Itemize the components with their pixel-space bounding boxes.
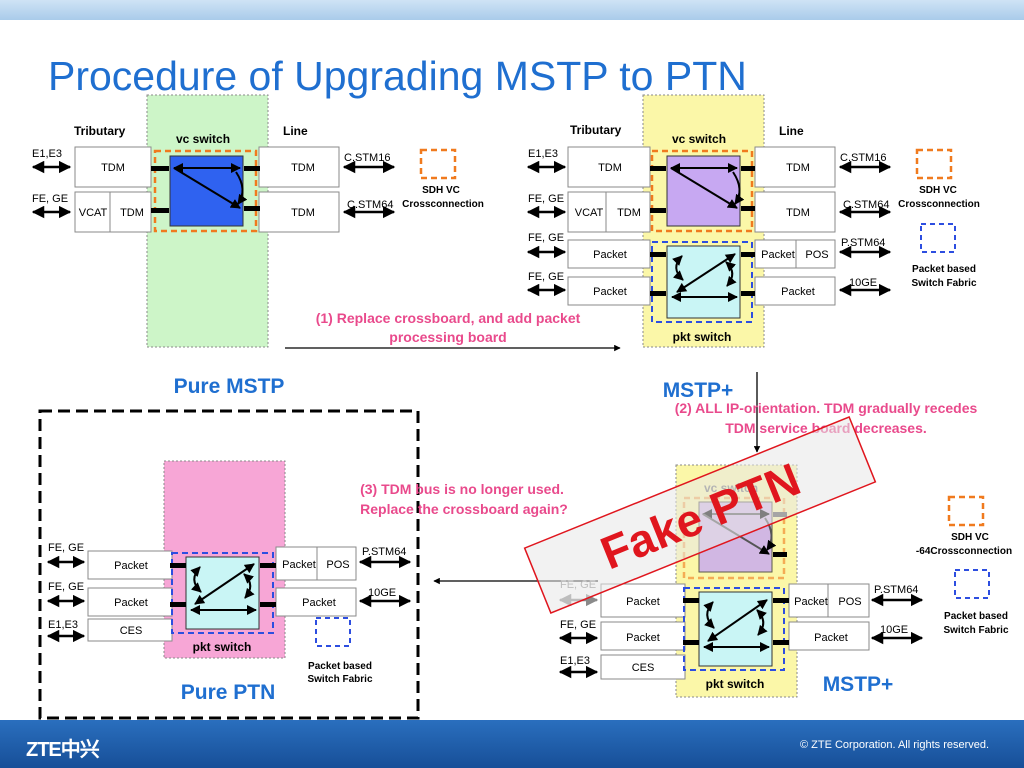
10ge-port-label: 10GE: [880, 624, 908, 636]
packet-fabric-legend-swatch: [920, 223, 956, 253]
tdm-line-card: [258, 146, 340, 188]
packet-card-label: Packet: [626, 632, 660, 644]
packet-card-label: Packet: [593, 286, 627, 298]
step1-text-line2: processing board: [389, 329, 506, 345]
tdm-card-label: TDM: [598, 162, 622, 174]
fege-port-label: FE, GE: [528, 193, 564, 205]
sdh-legend-swatch: [419, 148, 457, 180]
packet-card-label: Packet: [814, 632, 848, 644]
fege-port-label: FE, GE: [528, 232, 564, 244]
pstm64-port-label: P.STM64: [362, 546, 406, 558]
zte-logo: ZTE中兴: [26, 739, 100, 761]
cstm64-port-label: C.STM64: [347, 199, 393, 211]
mstp-plus-diagram: Tributary vc switch Line TDM VCAT TDM Pa…: [526, 94, 980, 348]
vc-switch-matrix: [666, 155, 741, 227]
tdm-card-label: TDM: [101, 162, 125, 174]
tdm-card-label: TDM: [617, 207, 641, 219]
e1e3-port-label: E1,E3: [528, 148, 558, 160]
switch-fabric-legend-label: Switch Fabric: [307, 674, 372, 685]
tdm-card-label: TDM: [291, 207, 315, 219]
fege-port-label: FE, GE: [528, 271, 564, 283]
pure-ptn-caption: Pure PTN: [181, 681, 276, 704]
tdm-line-card: [258, 191, 340, 233]
pkt-switch-label: pkt switch: [673, 330, 732, 344]
crossconnection-legend-label: Crossconnection: [402, 199, 484, 210]
crossconnection-legend-label: Crossconnection: [898, 199, 980, 210]
pos-label: POS: [326, 559, 349, 571]
switch-fabric-legend-label: Switch Fabric: [943, 625, 1008, 636]
fege-port-label: FE, GE: [32, 193, 68, 205]
pos-label: POS: [805, 249, 828, 261]
tdm-tributary-card: [74, 146, 152, 188]
sdh-legend-label: SDH VC: [919, 185, 957, 196]
packet-card-label: Packet: [794, 596, 828, 608]
ces-card-label: CES: [120, 625, 143, 637]
packet-card-label: Packet: [626, 596, 660, 608]
packet-card-label: Packet: [593, 249, 627, 261]
e1e3-port-label: E1,E3: [560, 655, 590, 667]
packet-based-legend-label: Packet based: [944, 611, 1008, 622]
packet-card-label: Packet: [282, 559, 316, 571]
sdh-legend-label: SDH VC: [951, 532, 989, 543]
packet-card-label: Packet: [114, 597, 148, 609]
line-label: Line: [779, 124, 804, 138]
fege-port-label: FE, GE: [48, 581, 84, 593]
copyright-text: © ZTE Corporation. All rights reserved.: [800, 739, 990, 751]
pstm64-port-label: P.STM64: [841, 237, 885, 249]
line-label: Line: [283, 124, 308, 138]
packet-based-legend-label: Packet based: [912, 264, 976, 275]
vc-switch-label: vc switch: [672, 132, 726, 146]
tributary-label: Tributary: [74, 124, 126, 138]
pos-label: POS: [838, 596, 861, 608]
sdh-vc-crossconnect-frame: [153, 149, 258, 233]
tributary-label: Tributary: [570, 123, 622, 137]
fege-port-label: FE, GE: [560, 619, 596, 631]
vc-switch-label: vc switch: [176, 132, 230, 146]
tdm-card-label: TDM: [786, 207, 810, 219]
packet-card-label: Packet: [761, 249, 795, 261]
vc-switch-matrix: [169, 155, 244, 227]
pstm64-port-label: P.STM64: [874, 584, 918, 596]
vcat-label: VCAT: [575, 207, 604, 219]
10ge-port-label: 10GE: [849, 277, 877, 289]
step1-text-line1: (1) Replace crossboard, and add packet: [316, 310, 581, 326]
slide-title: Procedure of Upgrading MSTP to PTN: [48, 53, 747, 99]
step3-text-line1: (3) TDM bus is no longer used.: [360, 481, 564, 497]
pure-mstp-caption: Pure MSTP: [174, 375, 285, 398]
ces-card-label: CES: [632, 662, 655, 674]
crossconnection-legend-label: -64Crossconnection: [916, 546, 1012, 557]
cstm16-port-label: C.STM16: [840, 152, 886, 164]
pkt-switch-label: pkt switch: [193, 640, 252, 654]
top-banner: [0, 0, 1024, 20]
pure-ptn-frame: [38, 409, 420, 720]
tdm-card-label: TDM: [120, 207, 144, 219]
sdh-legend-label: SDH VC: [422, 185, 460, 196]
packet-card-label: Packet: [302, 597, 336, 609]
mstp-plus-caption: MSTP+: [663, 379, 734, 402]
step2-text-line1: (2) ALL IP-orientation. TDM gradually re…: [675, 400, 978, 416]
packet-card-label: Packet: [114, 560, 148, 572]
fege-port-label: FE, GE: [48, 542, 84, 554]
cstm64-port-label: C.STM64: [843, 199, 889, 211]
mstp-plus-caption: MSTP+: [823, 673, 894, 696]
tdm-card-label: TDM: [786, 162, 810, 174]
step3-text-line2: Replace the crossboard again?: [360, 501, 568, 517]
switch-fabric-legend-label: Switch Fabric: [911, 278, 976, 289]
packet-based-legend-label: Packet based: [308, 661, 372, 672]
cstm16-port-label: C.STM16: [344, 152, 390, 164]
10ge-port-label: 10GE: [368, 587, 396, 599]
vcat-label: VCAT: [79, 207, 108, 219]
bottom-banner: [0, 720, 1024, 768]
e1e3-port-label: E1,E3: [48, 619, 78, 631]
tdm-card-label: TDM: [291, 162, 315, 174]
e1e3-port-label: E1,E3: [32, 148, 62, 160]
pure-ptn-diagram: Packet Packet CES Packet POS Packet pkt …: [46, 460, 412, 685]
packet-card-label: Packet: [781, 286, 815, 298]
pure-mstp-diagram: Tributary vc switch Line TDM VCAT TDM TD…: [31, 94, 484, 348]
pkt-switch-label: pkt switch: [706, 677, 765, 691]
